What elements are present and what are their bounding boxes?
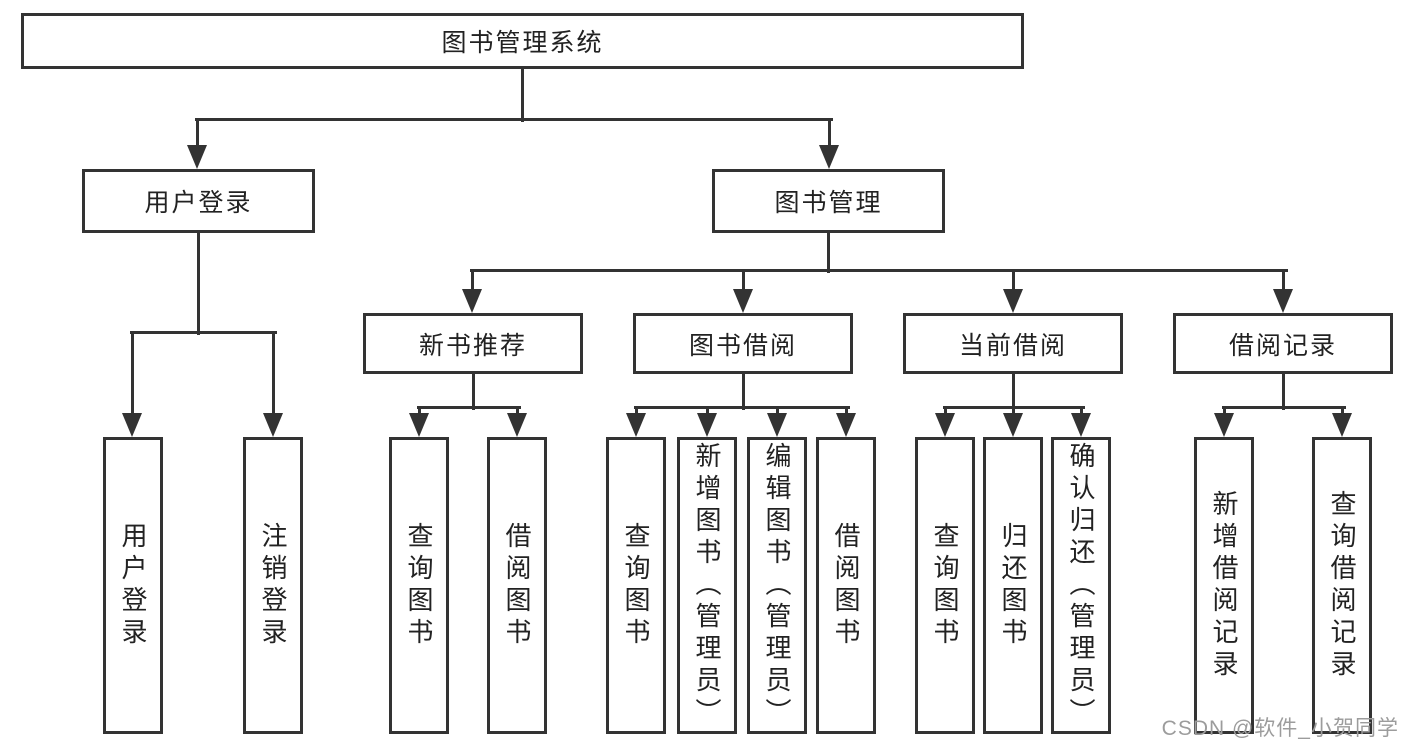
node-leaf-query-book-3: 查询图书: [915, 437, 975, 734]
connector-line: [634, 406, 850, 409]
connector-line: [1282, 374, 1285, 410]
watermark: CSDN @软件_小贺同学: [1161, 717, 1399, 740]
node-new-book-rec: 新书推荐: [363, 313, 583, 374]
connector-line: [1012, 374, 1015, 410]
node-leaf-user-login: 用户登录: [103, 437, 163, 734]
connector-line: [131, 332, 134, 419]
node-book-borrow: 图书借阅: [633, 313, 853, 374]
node-leaf-logout: 注销登录: [243, 437, 303, 734]
connector-line: [195, 118, 833, 121]
node-leaf-query-borrow-record: 查询借阅记录: [1312, 437, 1372, 734]
arrow-down-icon: [187, 145, 207, 169]
connector-line: [471, 270, 474, 295]
connector-line: [130, 331, 277, 334]
connector-line: [1282, 270, 1285, 295]
arrow-down-icon: [697, 413, 717, 437]
connector-line: [1222, 406, 1346, 409]
node-leaf-query-book-2: 查询图书: [606, 437, 666, 734]
connector-line: [827, 233, 830, 273]
arrow-down-icon: [626, 413, 646, 437]
node-user-login: 用户登录: [82, 169, 315, 233]
connector-line: [1012, 270, 1015, 295]
connector-line: [472, 374, 475, 410]
node-leaf-borrow-book-1: 借阅图书: [487, 437, 547, 734]
connector-line: [470, 269, 1288, 272]
node-current-borrow: 当前借阅: [903, 313, 1123, 374]
connector-line: [828, 119, 831, 151]
arrow-down-icon: [767, 413, 787, 437]
arrow-down-icon: [1071, 413, 1091, 437]
node-leaf-add-borrow-record: 新增借阅记录: [1194, 437, 1254, 734]
connector-line: [417, 406, 521, 409]
connector-line: [521, 69, 524, 122]
node-root: 图书管理系统: [21, 13, 1024, 69]
connector-line: [196, 119, 199, 151]
node-leaf-confirm-return: 确认归还（管理员）: [1051, 437, 1111, 734]
connector-line: [197, 233, 200, 335]
node-book-mgmt: 图书管理: [712, 169, 945, 233]
node-borrow-records: 借阅记录: [1173, 313, 1393, 374]
node-leaf-return-book: 归还图书: [983, 437, 1043, 734]
connector-line: [742, 374, 745, 410]
arrow-down-icon: [507, 413, 527, 437]
arrow-down-icon: [1214, 413, 1234, 437]
arrow-down-icon: [733, 289, 753, 313]
arrow-down-icon: [935, 413, 955, 437]
arrow-down-icon: [122, 413, 142, 437]
arrow-down-icon: [819, 145, 839, 169]
arrow-down-icon: [1273, 289, 1293, 313]
connector-line: [272, 332, 275, 419]
connector-line: [742, 270, 745, 295]
arrow-down-icon: [1003, 413, 1023, 437]
node-leaf-edit-book: 编辑图书（管理员）: [747, 437, 807, 734]
arrow-down-icon: [1332, 413, 1352, 437]
node-leaf-query-book-1: 查询图书: [389, 437, 449, 734]
arrow-down-icon: [462, 289, 482, 313]
node-leaf-borrow-book-2: 借阅图书: [816, 437, 876, 734]
arrow-down-icon: [836, 413, 856, 437]
arrow-down-icon: [1003, 289, 1023, 313]
node-leaf-add-book: 新增图书（管理员）: [677, 437, 737, 734]
arrow-down-icon: [409, 413, 429, 437]
arrow-down-icon: [263, 413, 283, 437]
